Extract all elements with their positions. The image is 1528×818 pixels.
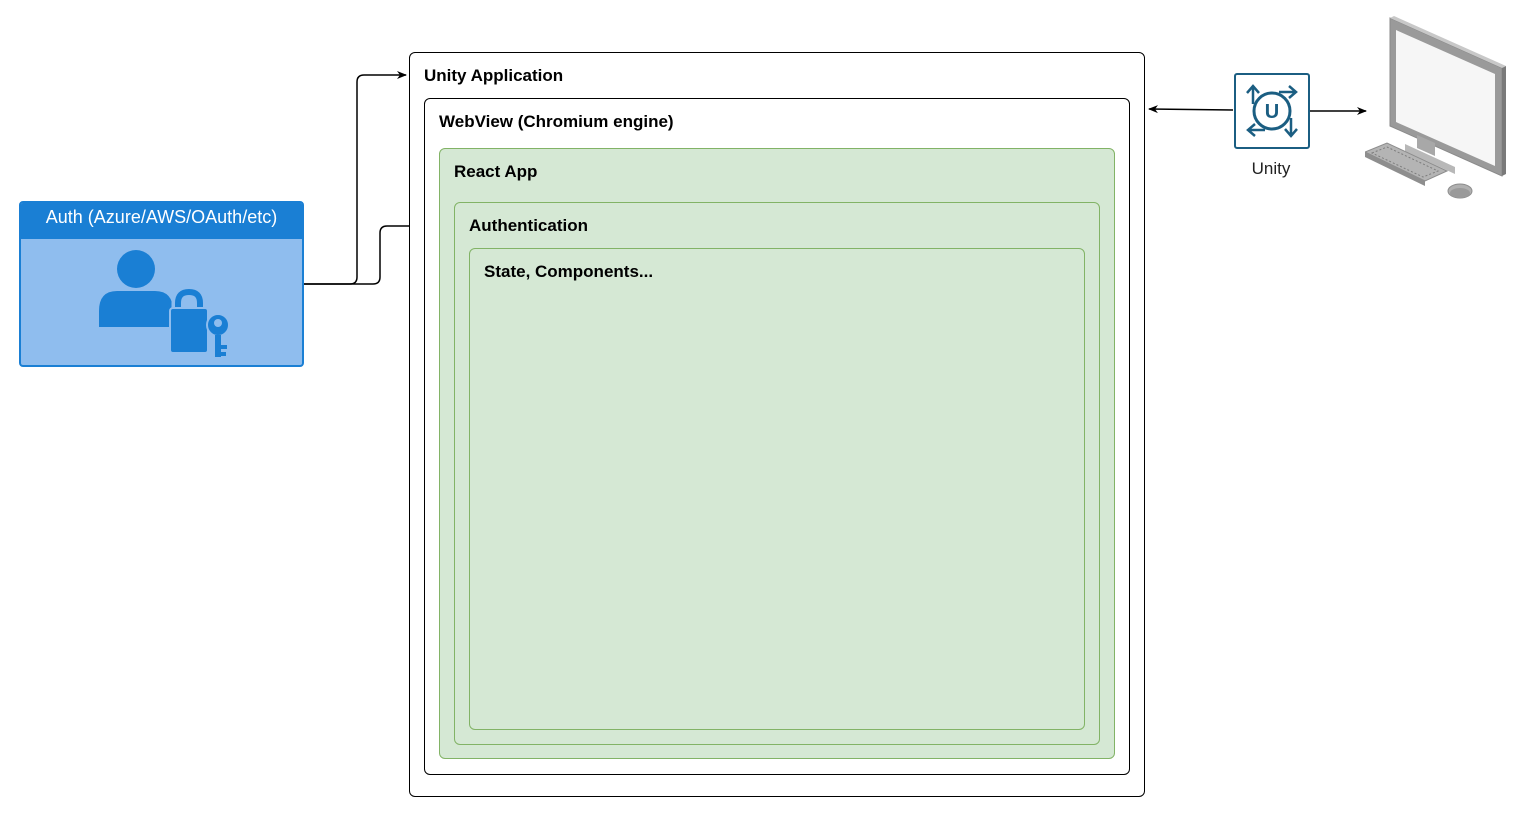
- unity-logo-icon: U: [1234, 73, 1310, 149]
- webview-label: WebView (Chromium engine): [439, 112, 674, 131]
- auth-provider-title: Auth (Azure/AWS/OAuth/etc): [21, 203, 302, 239]
- user-lock-key-icon: [99, 250, 230, 357]
- connector-webview-unity: [1148, 105, 1234, 114]
- react-app-label: React App: [454, 162, 538, 181]
- desktop-computer-icon: [1365, 16, 1506, 199]
- state-components-container: State, Components...: [469, 248, 1085, 730]
- unity-application-label: Unity Application: [424, 66, 564, 85]
- unity-label: Unity: [1251, 159, 1291, 178]
- auth-provider-node: Auth (Azure/AWS/OAuth/etc): [19, 201, 304, 367]
- svg-text:U: U: [1265, 101, 1279, 123]
- connector-auth-to-authentication: [304, 222, 453, 285]
- authentication-label: Authentication: [469, 216, 588, 235]
- state-components-label: State, Components...: [484, 262, 654, 281]
- connector-auth-to-unity-application: [304, 71, 407, 285]
